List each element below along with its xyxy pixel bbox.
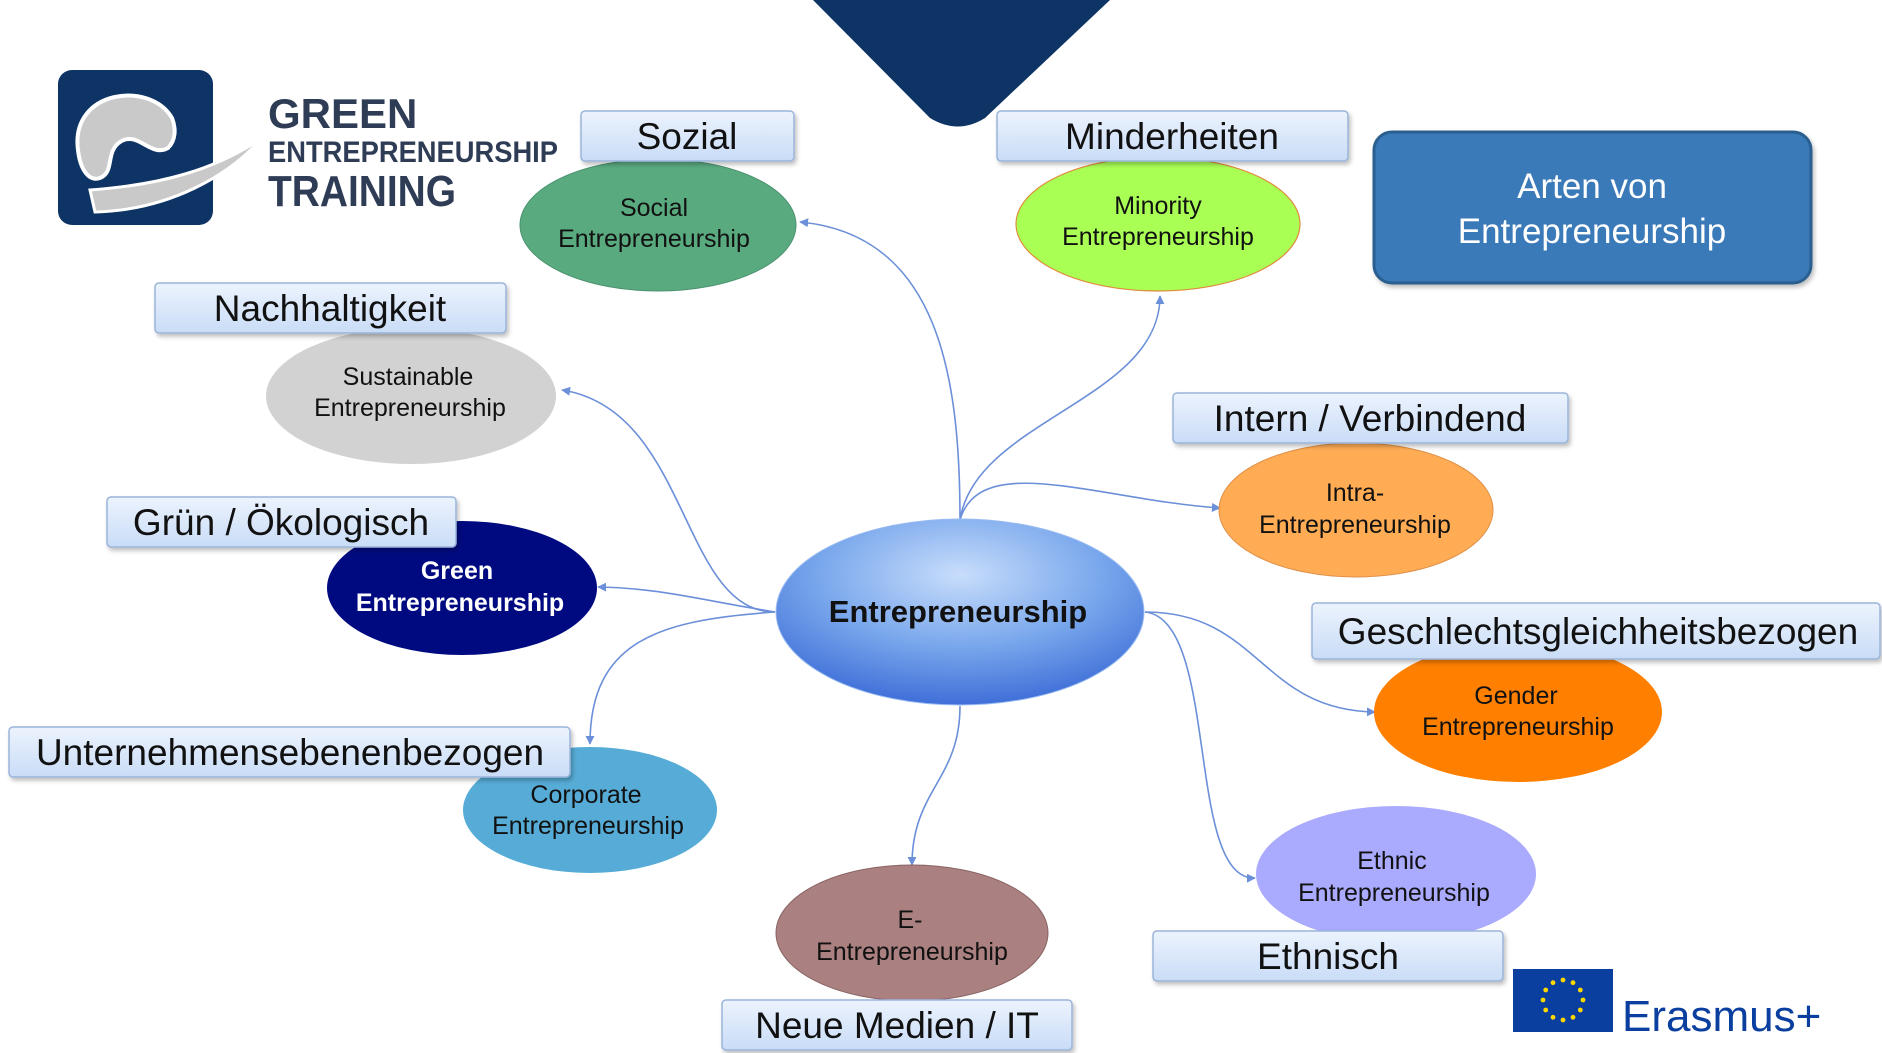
node-minority: Minority Entrepreneurship [1015, 156, 1301, 292]
tag-social-text: Sozial [637, 116, 738, 157]
connector-e [907, 705, 961, 866]
sustainable-line-1: Sustainable [343, 363, 474, 391]
gender-line-1: Gender [1474, 682, 1557, 710]
social-line-1: Social [620, 194, 688, 222]
intra-line-2: Entrepreneurship [1259, 511, 1451, 539]
center-label: Entrepreneurship [829, 594, 1087, 629]
eu-star [1560, 977, 1566, 983]
connector-intra [959, 482, 1221, 521]
tag-e: Neue Medien / IT [721, 999, 1073, 1051]
green-line-1: Green [421, 557, 493, 585]
logo-line-3: TRAINING [268, 167, 456, 216]
corporate-line-1: Corporate [530, 781, 641, 809]
connectors [561, 218, 1376, 883]
e-line-1: E- [898, 906, 923, 934]
connector-green [597, 582, 776, 613]
logo-wing-icon [88, 136, 264, 214]
tag-green-text: Grün / Ökologisch [133, 502, 429, 543]
node-center: Entrepreneurship [775, 518, 1145, 706]
connector-gender [1144, 611, 1376, 717]
node-ethnic: Ethnic Entrepreneurship [1256, 806, 1536, 942]
ethnic-line-1: Ethnic [1357, 847, 1426, 875]
eu-star [1543, 987, 1549, 993]
tag-e-text: Neue Medien / IT [755, 1005, 1039, 1046]
eu-star [1550, 1014, 1556, 1020]
tag-ethnic: Ethnisch [1152, 930, 1504, 982]
tag-intra-text: Intern / Verbindend [1214, 398, 1527, 439]
sustainable-line-2: Entrepreneurship [314, 394, 506, 422]
node-intra: Intra- Entrepreneurship [1218, 442, 1494, 578]
green-entrepreneurship-training-logo: GREEN ENTREPRENEURSHIP TRAINING [58, 70, 558, 225]
tag-minority: Minderheiten [996, 110, 1349, 162]
tag-green: Grün / Ökologisch [106, 496, 457, 548]
tag-corporate-text: Unternehmensebenenbezogen [36, 732, 544, 773]
eu-star [1570, 980, 1576, 986]
erasmus-label: Erasmus+ [1622, 992, 1821, 1041]
connector-ethnic [1144, 611, 1256, 883]
ethnic-line-2: Entrepreneurship [1298, 879, 1490, 907]
tag-social: Sozial [580, 110, 795, 162]
node-corporate: Corporate Entrepreneurship [463, 747, 717, 873]
logo-line-1: GREEN [268, 90, 417, 137]
eu-star [1543, 1007, 1549, 1013]
minority-line-1: Minority [1114, 192, 1202, 220]
eu-star [1577, 1007, 1583, 1013]
title-line-1: Arten von [1517, 167, 1667, 206]
tag-minority-text: Minderheiten [1065, 116, 1279, 157]
eu-star [1560, 1017, 1566, 1023]
e-line-2: Entrepreneurship [816, 938, 1008, 966]
tag-sustainable: Nachhaltigkeit [154, 282, 507, 334]
tag-ethnic-text: Ethnisch [1257, 936, 1399, 977]
tag-sustainable-text: Nachhaltigkeit [214, 288, 447, 329]
top-chevron-shape [813, 0, 1110, 127]
node-social: Social Entrepreneurship [519, 158, 797, 292]
eu-star [1550, 980, 1556, 986]
eu-stars [1540, 977, 1586, 1023]
logo-swoosh-icon [75, 93, 177, 181]
node-sustainable: Sustainable Entrepreneurship [266, 328, 556, 464]
social-line-2: Entrepreneurship [558, 225, 750, 253]
title-box: Arten von Entrepreneurship [1372, 130, 1813, 285]
eu-star [1580, 997, 1586, 1003]
connector-minority [959, 295, 1165, 521]
connector-sustainable [561, 386, 776, 613]
eu-star [1577, 987, 1583, 993]
title-line-2: Entrepreneurship [1458, 212, 1727, 251]
gender-line-2: Entrepreneurship [1422, 713, 1614, 741]
eu-star [1540, 997, 1546, 1003]
node-green: Green Entrepreneurship [327, 521, 597, 655]
tag-intra: Intern / Verbindend [1172, 392, 1569, 444]
erasmus-logo: Erasmus+ [1513, 969, 1821, 1041]
tag-gender: Geschlechtsgleichheitsbezogen [1311, 602, 1881, 660]
logo-line-2: ENTREPRENEURSHIP [268, 136, 558, 169]
corporate-line-2: Entrepreneurship [492, 812, 684, 840]
intra-line-1: Intra- [1326, 479, 1384, 507]
node-e: E- Entrepreneurship [775, 864, 1049, 1002]
connector-corporate [585, 611, 776, 745]
minority-line-2: Entrepreneurship [1062, 223, 1254, 251]
connector-social [799, 218, 961, 521]
green-line-2: Entrepreneurship [356, 589, 564, 617]
tag-corporate: Unternehmensebenenbezogen [8, 726, 571, 778]
tag-gender-text: Geschlechtsgleichheitsbezogen [1338, 611, 1858, 652]
eu-star [1570, 1014, 1576, 1020]
node-gender: Gender Entrepreneurship [1374, 642, 1662, 782]
